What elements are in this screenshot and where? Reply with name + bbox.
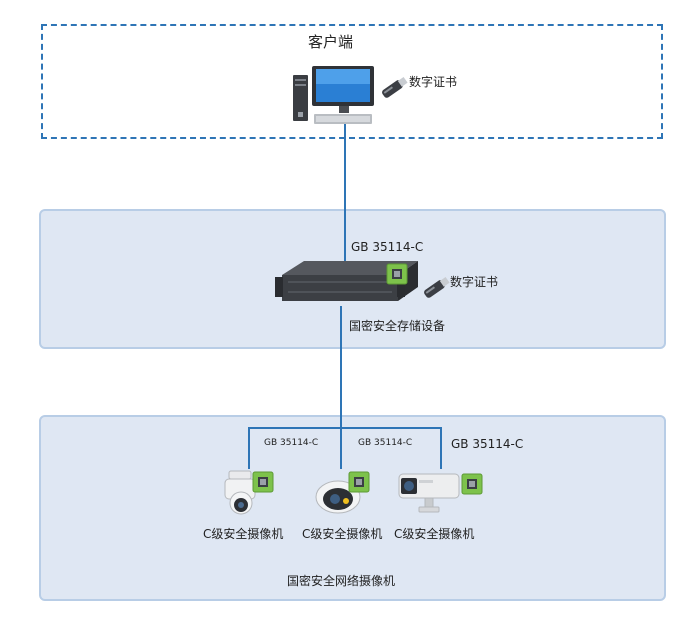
link-storage-cameras bbox=[340, 306, 342, 428]
link-client-storage-inner bbox=[344, 209, 346, 285]
usb-key-icon bbox=[382, 76, 408, 98]
storage-device-icon bbox=[275, 261, 418, 301]
security-chip-icon bbox=[348, 471, 370, 493]
dome-camera-icon bbox=[315, 480, 361, 514]
camera-group-label: 国密安全网络摄像机 bbox=[287, 574, 396, 588]
security-chip-icon bbox=[386, 263, 408, 285]
link-storage-cameras-inner bbox=[340, 415, 342, 428]
usb-key-icon bbox=[424, 276, 450, 298]
security-chip-icon bbox=[252, 471, 274, 493]
client-title: 客户端 bbox=[308, 33, 354, 51]
client-cert-label: 数字证书 bbox=[409, 75, 458, 89]
link-camera-1 bbox=[248, 427, 250, 469]
link-client-storage bbox=[344, 124, 346, 285]
computer-icon bbox=[293, 66, 374, 124]
storage-cert-label: 数字证书 bbox=[450, 275, 499, 289]
camera-link-label-1: GB 35114-C bbox=[264, 438, 319, 448]
bullet-camera-icon bbox=[398, 473, 460, 513]
security-chip-icon bbox=[461, 473, 483, 495]
camera-link-label-3: GB 35114-C bbox=[451, 437, 524, 451]
camera-link-label-2: GB 35114-C bbox=[358, 438, 413, 448]
link-camera-3 bbox=[440, 427, 442, 469]
ptz-camera-icon bbox=[224, 470, 256, 515]
client-zone bbox=[41, 24, 663, 139]
camera-label-3: C级安全摄像机 bbox=[394, 527, 475, 541]
camera-bus-line bbox=[248, 427, 442, 429]
camera-label-1: C级安全摄像机 bbox=[203, 527, 284, 541]
camera-label-2: C级安全摄像机 bbox=[302, 527, 383, 541]
storage-standard-label: GB 35114-C bbox=[351, 240, 424, 254]
storage-device-label: 国密安全存储设备 bbox=[349, 319, 446, 333]
link-camera-2 bbox=[340, 427, 342, 469]
